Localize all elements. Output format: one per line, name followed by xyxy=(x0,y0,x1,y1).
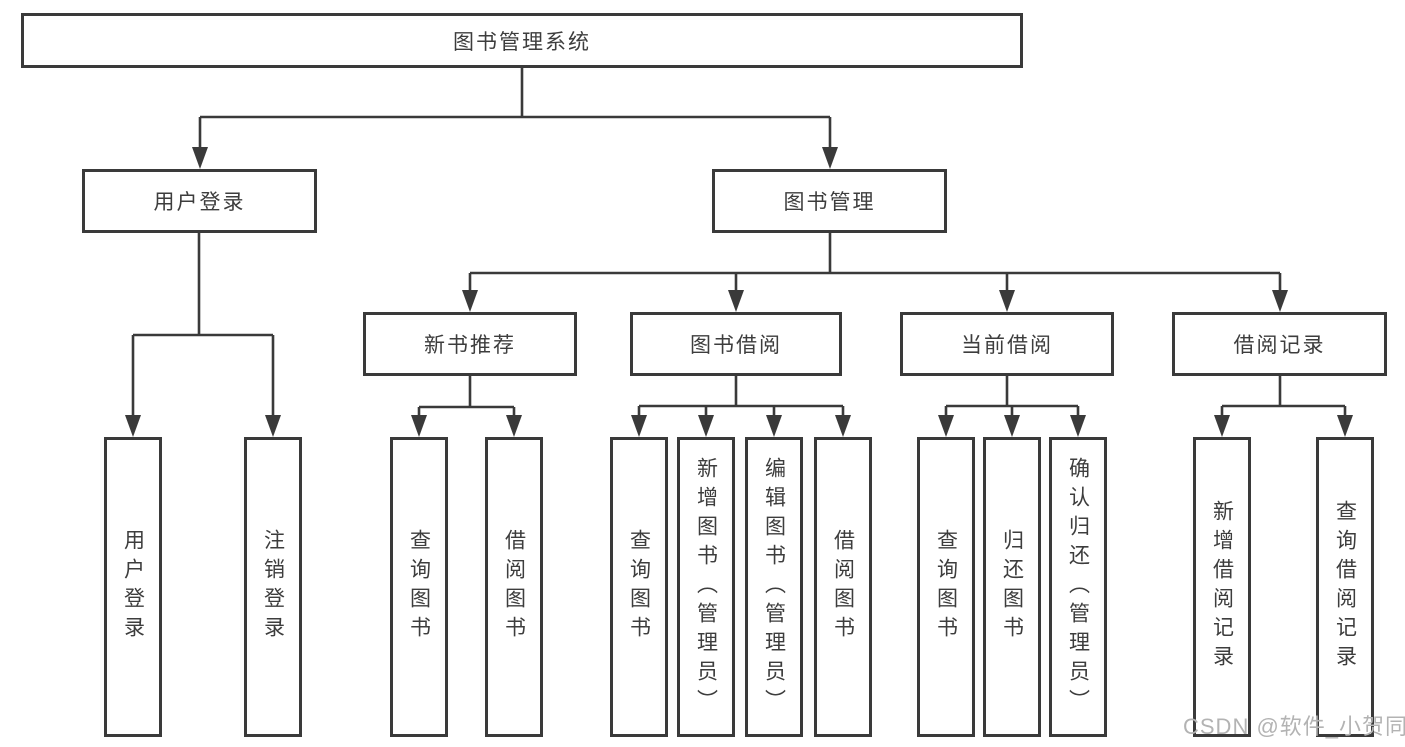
leaf-borrowing-query-books: 查询图书 xyxy=(610,437,668,737)
leaf-current-return-books-label: 归还图书 xyxy=(1000,529,1024,645)
node-book-management: 图书管理 xyxy=(712,169,947,233)
leaf-borrowing-query-books-label: 查询图书 xyxy=(627,529,651,645)
leaf-records-query-record: 查询借阅记录 xyxy=(1316,437,1374,737)
node-root-label: 图书管理系统 xyxy=(453,30,591,54)
leaf-borrowing-add-books-admin-label: 新增图书（管理员） xyxy=(694,456,718,718)
leaf-borrowing-borrow-books: 借阅图书 xyxy=(814,437,872,737)
node-user-login-group: 用户登录 xyxy=(82,169,317,233)
leaf-borrowing-edit-books-admin-label: 编辑图书（管理员） xyxy=(762,456,786,718)
leaf-user-login-label: 用户登录 xyxy=(121,529,145,645)
node-user-login-group-label: 用户登录 xyxy=(153,191,246,214)
leaf-current-query-books: 查询图书 xyxy=(917,437,975,737)
node-current-borrowing-label: 当前借阅 xyxy=(961,334,1053,357)
node-root: 图书管理系统 xyxy=(21,13,1023,68)
leaf-newbook-borrow-books: 借阅图书 xyxy=(485,437,543,737)
node-book-borrowing: 图书借阅 xyxy=(630,312,842,376)
leaf-newbook-query-books-label: 查询图书 xyxy=(407,529,431,645)
leaf-logout: 注销登录 xyxy=(244,437,302,737)
leaf-current-query-books-label: 查询图书 xyxy=(934,529,958,645)
leaf-newbook-borrow-books-label: 借阅图书 xyxy=(502,529,526,645)
leaf-records-add-record: 新增借阅记录 xyxy=(1193,437,1251,737)
node-new-book-recommend-label: 新书推荐 xyxy=(424,334,516,357)
node-borrowing-records: 借阅记录 xyxy=(1172,312,1387,376)
leaf-borrowing-add-books-admin: 新增图书（管理员） xyxy=(677,437,735,737)
leaf-borrowing-edit-books-admin: 编辑图书（管理员） xyxy=(745,437,803,737)
leaf-current-confirm-return-admin-label: 确认归还（管理员） xyxy=(1066,456,1090,718)
node-book-management-label: 图书管理 xyxy=(783,191,876,214)
leaf-user-login: 用户登录 xyxy=(104,437,162,737)
leaf-records-add-record-label: 新增借阅记录 xyxy=(1210,500,1234,674)
connector-root-split xyxy=(133,68,1345,409)
leaf-records-query-record-label: 查询借阅记录 xyxy=(1333,500,1357,674)
csdn-watermark: CSDN @软件_小贺同学 xyxy=(1183,714,1405,739)
node-current-borrowing: 当前借阅 xyxy=(900,312,1114,376)
leaf-current-return-books: 归还图书 xyxy=(983,437,1041,737)
leaf-newbook-query-books: 查询图书 xyxy=(390,437,448,737)
node-new-book-recommend: 新书推荐 xyxy=(363,312,577,376)
node-book-borrowing-label: 图书借阅 xyxy=(690,334,782,357)
node-borrowing-records-label: 借阅记录 xyxy=(1233,334,1326,357)
leaf-logout-label: 注销登录 xyxy=(261,529,285,645)
leaf-borrowing-borrow-books-label: 借阅图书 xyxy=(831,529,855,645)
leaf-current-confirm-return-admin: 确认归还（管理员） xyxy=(1049,437,1107,737)
